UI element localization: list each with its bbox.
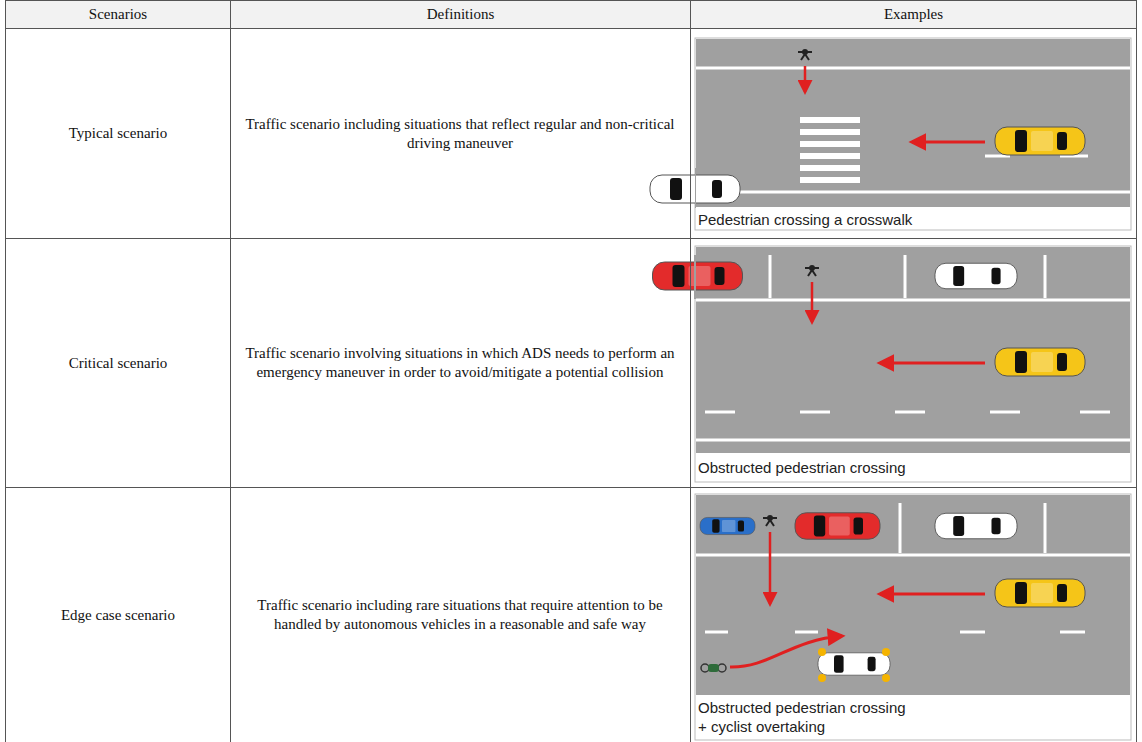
edge-case-illustration: [695, 494, 1131, 740]
column-header: Examples: [691, 1, 1136, 28]
example-caption: Obstructed pedestrian crossing + cyclist…: [698, 697, 918, 739]
typical-illustration: [650, 38, 1131, 230]
definition-text: Traffic scenario involving situations in…: [240, 239, 680, 487]
definition-text: Traffic scenario including rare situatio…: [240, 488, 680, 742]
column-header: Definitions: [231, 1, 690, 28]
definition-text: Traffic scenario including situations th…: [240, 29, 680, 238]
scenario-name: Typical scenario: [6, 29, 230, 238]
table-grid: [5, 0, 1137, 742]
example-caption: Obstructed pedestrian crossing: [698, 455, 1128, 481]
example-caption: Pedestrian crossing a crosswalk: [698, 208, 1128, 232]
cyclist: [701, 664, 726, 672]
scenario-name: Edge case scenario: [6, 488, 230, 742]
scenario-name: Critical scenario: [6, 239, 230, 487]
column-header: Scenarios: [6, 1, 230, 28]
critical-illustration: [653, 246, 1132, 482]
